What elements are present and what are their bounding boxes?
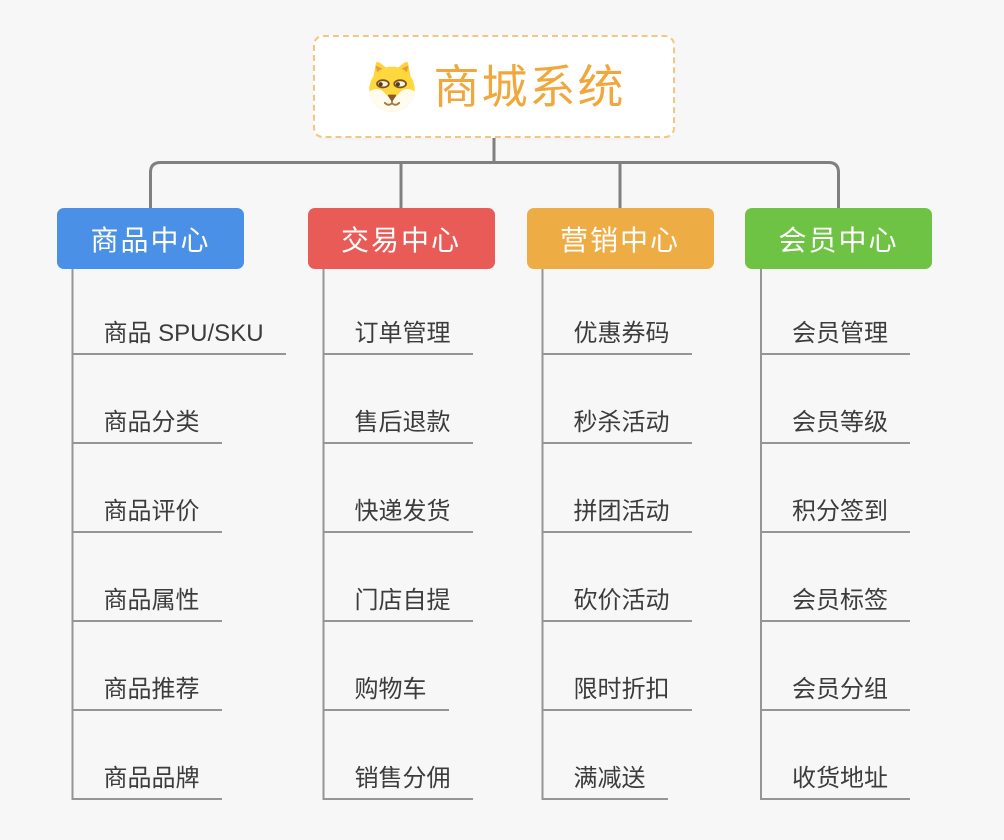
branch-member-center[interactable]: 会员中心 xyxy=(745,208,932,269)
item-limited-discount[interactable]: 限时折扣 xyxy=(541,669,692,711)
item-flash-sale[interactable]: 秒杀活动 xyxy=(541,402,692,444)
branch-marketing-center[interactable]: 营销中心 xyxy=(526,208,714,269)
item-shopping-cart[interactable]: 购物车 xyxy=(322,669,449,711)
item-order-management[interactable]: 订单管理 xyxy=(322,313,473,355)
item-group-buy[interactable]: 拼团活动 xyxy=(541,491,692,533)
branch-label: 会员中心 xyxy=(778,224,899,256)
item-product-category[interactable]: 商品分类 xyxy=(71,402,222,444)
item-member-group[interactable]: 会员分组 xyxy=(760,669,910,711)
item-shipping-address[interactable]: 收货地址 xyxy=(760,758,910,800)
item-express-shipping[interactable]: 快递发货 xyxy=(322,491,473,533)
item-product-recommend[interactable]: 商品推荐 xyxy=(71,669,222,711)
branch-trade-center[interactable]: 交易中心 xyxy=(307,208,495,269)
root-title: 商城系统 xyxy=(433,60,626,113)
item-bargain-activity[interactable]: 砍价活动 xyxy=(541,580,692,622)
item-member-tag[interactable]: 会员标签 xyxy=(760,580,910,622)
item-points-checkin[interactable]: 积分签到 xyxy=(760,491,910,533)
item-store-pickup[interactable]: 门店自提 xyxy=(322,580,473,622)
item-product-brand[interactable]: 商品品牌 xyxy=(71,758,222,800)
item-aftersale-refund[interactable]: 售后退款 xyxy=(322,402,473,444)
root-node[interactable]: 商城系统 xyxy=(313,35,675,138)
branch-label: 商品中心 xyxy=(90,224,211,256)
item-product-attribute[interactable]: 商品属性 xyxy=(71,580,222,622)
branch-connector-rail xyxy=(149,161,840,208)
item-sales-commission[interactable]: 销售分佣 xyxy=(322,758,473,800)
item-full-reduction[interactable]: 满减送 xyxy=(541,758,668,800)
dog-icon xyxy=(368,61,415,112)
item-member-level[interactable]: 会员等级 xyxy=(760,402,910,444)
item-coupon-code[interactable]: 优惠券码 xyxy=(541,313,692,355)
branch-product-center[interactable]: 商品中心 xyxy=(57,208,244,269)
branch-label: 营销中心 xyxy=(559,224,680,256)
branch-label: 交易中心 xyxy=(340,224,461,256)
item-product-review[interactable]: 商品评价 xyxy=(71,491,222,533)
item-product-spu-sku[interactable]: 商品 SPU/SKU xyxy=(71,313,286,355)
item-member-management[interactable]: 会员管理 xyxy=(760,313,910,355)
